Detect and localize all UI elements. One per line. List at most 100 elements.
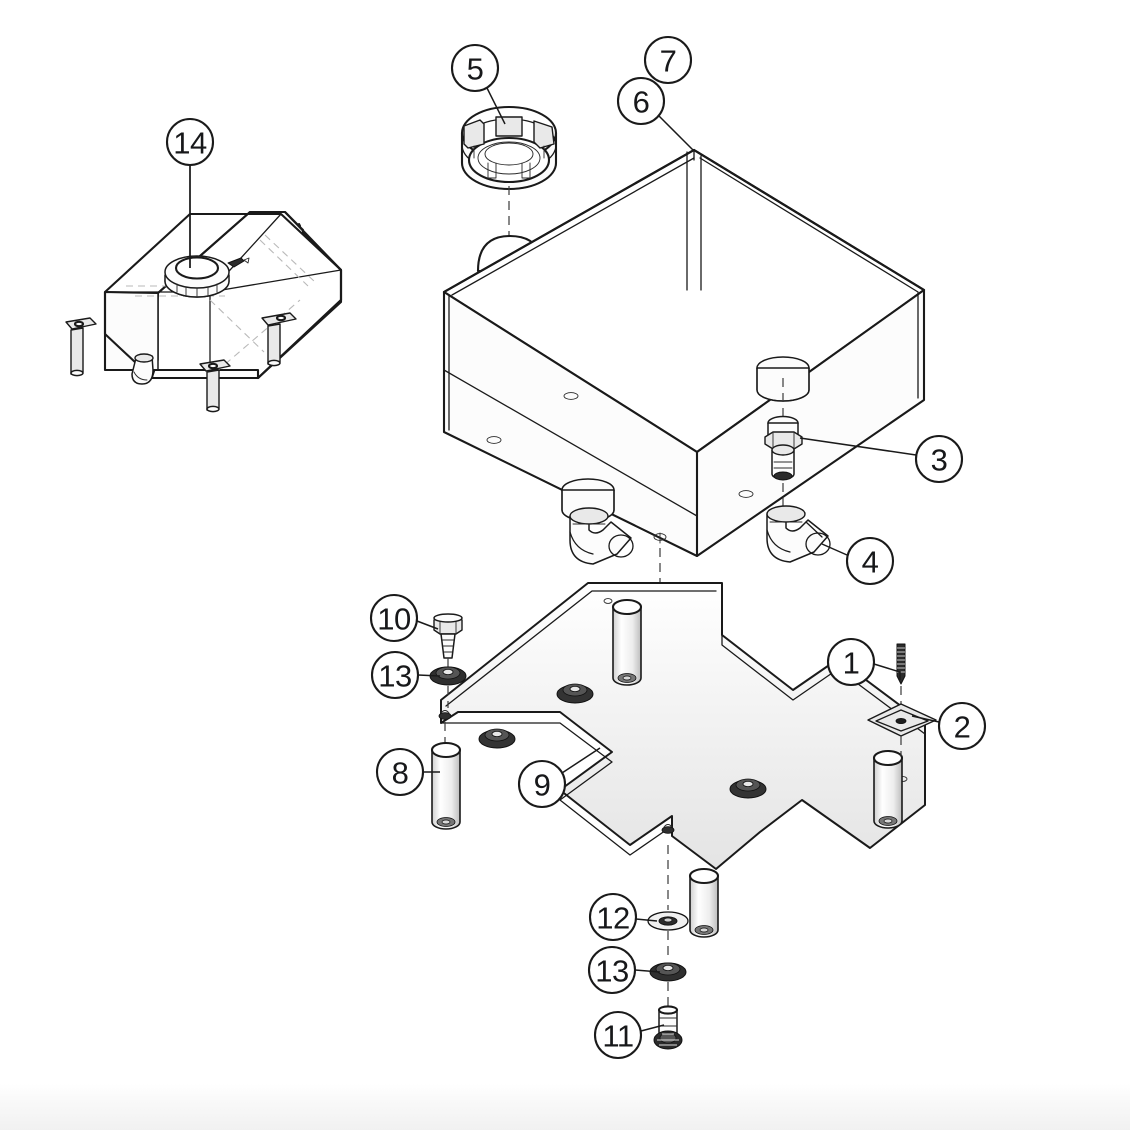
spacer-sleeve-bottom-hole: [441, 819, 451, 825]
callout-circle-7[interactable]: [643, 35, 693, 85]
spacer-sleeve-part: [430, 722, 462, 830]
flat-washer-inner-highlight: [663, 917, 673, 923]
callout-3-leader: [799, 437, 917, 456]
callout-circle-12[interactable]: [588, 892, 638, 942]
callout-label-4: 4: [862, 545, 879, 580]
assembled-mount-foot-left: [65, 317, 97, 377]
left-elbow-collar: [569, 507, 609, 525]
callout-label-9: 9: [534, 768, 551, 803]
callout-label-12: 12: [596, 901, 629, 936]
hex-bolt-thread: [441, 639, 455, 653]
assembled-mount-foot-right: [261, 312, 297, 367]
tank-mount-hole-2: [486, 436, 502, 444]
lock-washer-lower-part: [649, 962, 687, 1008]
callout-4-leader: [821, 543, 848, 556]
filler-cap-inner-ring-2: [484, 142, 534, 166]
callout-13-leader: [634, 969, 661, 973]
tank-left-outlet: [561, 478, 634, 565]
assembled-elbow-fitting: [131, 353, 154, 385]
bracket-grommet-2: [478, 728, 516, 749]
flat-washer-part: [647, 911, 689, 958]
socket-screw-top: [657, 1005, 679, 1015]
callout-8[interactable]: 8: [375, 747, 440, 797]
assembled-tank-body-silhouette: [103, 212, 343, 380]
callout-label-11: 11: [602, 1019, 633, 1054]
callout-5-leader: [486, 87, 506, 125]
callout-11-leader: [640, 1024, 665, 1032]
assembled-tank-view: [65, 165, 343, 413]
callout-circle-11[interactable]: [593, 1010, 643, 1060]
callout-circle-13[interactable]: [587, 945, 637, 995]
lock-washer-upper-bore: [442, 669, 454, 676]
callout-circle-9[interactable]: [517, 759, 567, 809]
callout-9[interactable]: 9: [517, 747, 601, 809]
filler-cap-part: [460, 105, 558, 191]
elbow-fitting-part: [766, 505, 831, 563]
tank-top-edges: [442, 148, 926, 558]
callout-5[interactable]: 5: [450, 43, 506, 125]
callout-circle-1[interactable]: [826, 637, 876, 687]
filler-cap-tab-center: [495, 116, 523, 137]
left-elbow-curve: [569, 531, 594, 555]
tank-mount-hole-3: [738, 490, 754, 498]
callout-label-13: 13: [378, 659, 411, 694]
filler-cap-slot-detail: [487, 162, 531, 179]
filler-cap-tab-left: [463, 119, 485, 149]
callout-7[interactable]: 7: [643, 35, 693, 85]
callout-circle-8[interactable]: [375, 747, 425, 797]
callout-3[interactable]: 3: [799, 434, 964, 484]
left-elbow-port: [608, 534, 634, 558]
bracket-grommet-1: [556, 683, 594, 704]
callout-6[interactable]: 6: [616, 76, 694, 151]
callout-2[interactable]: 2: [911, 701, 987, 751]
callout-circle-5[interactable]: [450, 43, 500, 93]
bracket-edge-thickness: [440, 592, 926, 856]
lock-washer-upper-part: [429, 666, 467, 708]
stud-bolt-threads: [897, 647, 905, 673]
callout-label-7: 7: [660, 44, 677, 79]
callout-2-leader: [911, 715, 940, 723]
callout-circle-13[interactable]: [370, 650, 420, 700]
tank-bottom-panel-seam: [443, 369, 698, 517]
filler-cap-inner-ring-1: [477, 141, 541, 175]
callout-12[interactable]: 12: [588, 892, 658, 942]
diamond-plate-hole: [895, 718, 907, 725]
callout-circle-10[interactable]: [369, 593, 419, 643]
diamond-mounting-plate-part: [867, 703, 937, 756]
callout-11[interactable]: 11: [593, 1010, 665, 1060]
bracket-grommet-3: [729, 778, 767, 799]
bracket-tube-right: [872, 749, 904, 829]
callout-label-13: 13: [595, 954, 628, 989]
tank-edge-hems: [448, 157, 919, 431]
callout-13[interactable]: 13: [587, 945, 661, 995]
callout-1[interactable]: 1: [826, 637, 901, 687]
filler-cap-lug-detail: [473, 145, 545, 159]
spacer-sleeve-body: [431, 749, 461, 830]
callout-circle-3[interactable]: [914, 434, 964, 484]
tank-mount-hole-4: [653, 532, 667, 544]
callout-4[interactable]: 4: [821, 536, 895, 586]
assembled-mount-foot-front: [199, 359, 231, 413]
callout-label-6: 6: [633, 85, 650, 120]
tank-mount-hole-1: [563, 392, 579, 400]
callout-13[interactable]: 13: [370, 650, 441, 700]
spacer-sleeve-top: [430, 741, 462, 759]
lock-washer-lower-bore: [662, 965, 674, 972]
bracket-stud-bottom: [661, 824, 675, 834]
mounting-bracket-frame-part: [438, 582, 926, 938]
callout-circle-4[interactable]: [845, 536, 895, 586]
callout-circle-2[interactable]: [937, 701, 987, 751]
callout-1-leader: [873, 663, 901, 680]
callout-circle-6[interactable]: [616, 76, 666, 126]
callout-14[interactable]: 14: [165, 117, 215, 268]
callout-12-leader: [635, 918, 658, 922]
socket-screw-knurl: [657, 1033, 679, 1046]
hex-bolt-part: [433, 613, 463, 668]
callout-circle-14[interactable]: [165, 117, 215, 167]
bracket-left-pad-hole: [603, 598, 613, 604]
tank-body-part: [442, 148, 926, 600]
hex-fitting-adapter-part: [764, 415, 803, 481]
callout-10[interactable]: 10: [369, 593, 439, 643]
assembled-tank-hidden-detail-2: [209, 299, 301, 373]
